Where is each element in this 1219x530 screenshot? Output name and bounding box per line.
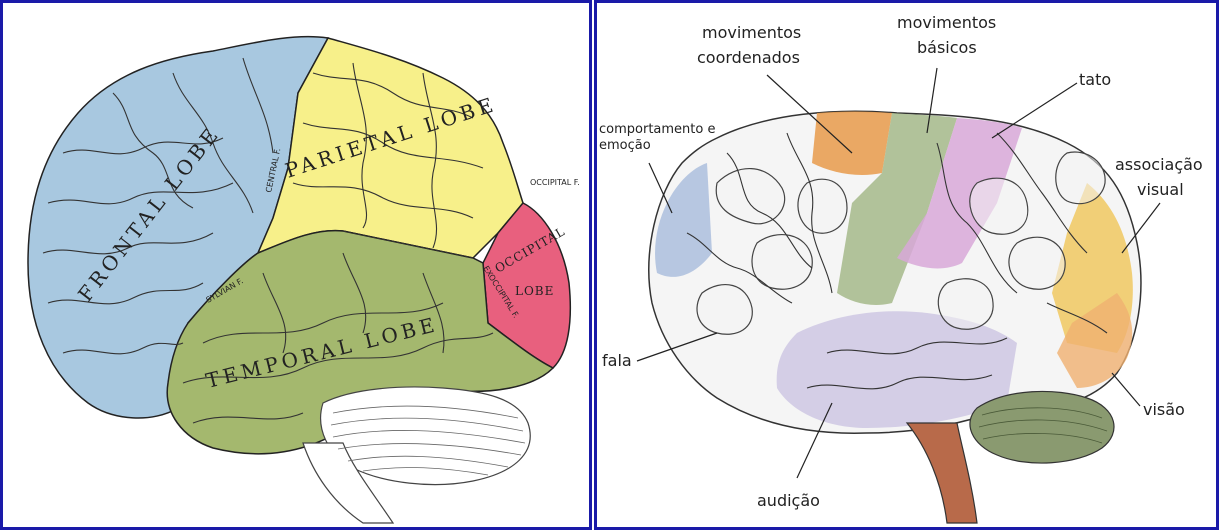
speech-label: fala	[602, 351, 632, 370]
occipital-fissure-label: OCCIPITAL F.	[530, 178, 580, 187]
right-brain-functions-panel: movimentos coordenados movimentos básico…	[594, 0, 1219, 530]
visual-association-label-2: visual	[1137, 180, 1184, 199]
coordinated-movement-region	[812, 112, 892, 175]
behavior-emotion-label-2: emoção	[599, 138, 651, 153]
left-brain-lobes-panel: FRONTAL LOBE PARIETAL LOBE TEMPORAL LOBE…	[0, 0, 592, 530]
visual-association-label-1: associação	[1115, 155, 1203, 174]
occipital-lobe-label-line2: LOBE	[515, 284, 554, 298]
functions-diagram: movimentos coordenados movimentos básico…	[597, 3, 1216, 527]
vision-label: visão	[1143, 400, 1185, 419]
basic-movements-label-1: movimentos	[897, 13, 996, 32]
vision-leader	[1112, 373, 1140, 406]
behavior-emotion-label-1: comportamento e	[599, 122, 715, 137]
touch-label: tato	[1079, 70, 1111, 89]
behavior-region	[655, 163, 712, 277]
coordinated-movements-label-2: coordenados	[697, 48, 800, 67]
coordinated-movements-label-1: movimentos	[702, 23, 801, 42]
hearing-label: audição	[757, 491, 820, 510]
basic-movements-label-2: básicos	[917, 38, 977, 57]
cerebellum-right	[970, 391, 1114, 463]
lobes-diagram: FRONTAL LOBE PARIETAL LOBE TEMPORAL LOBE…	[3, 3, 589, 527]
brainstem-right	[907, 423, 977, 523]
